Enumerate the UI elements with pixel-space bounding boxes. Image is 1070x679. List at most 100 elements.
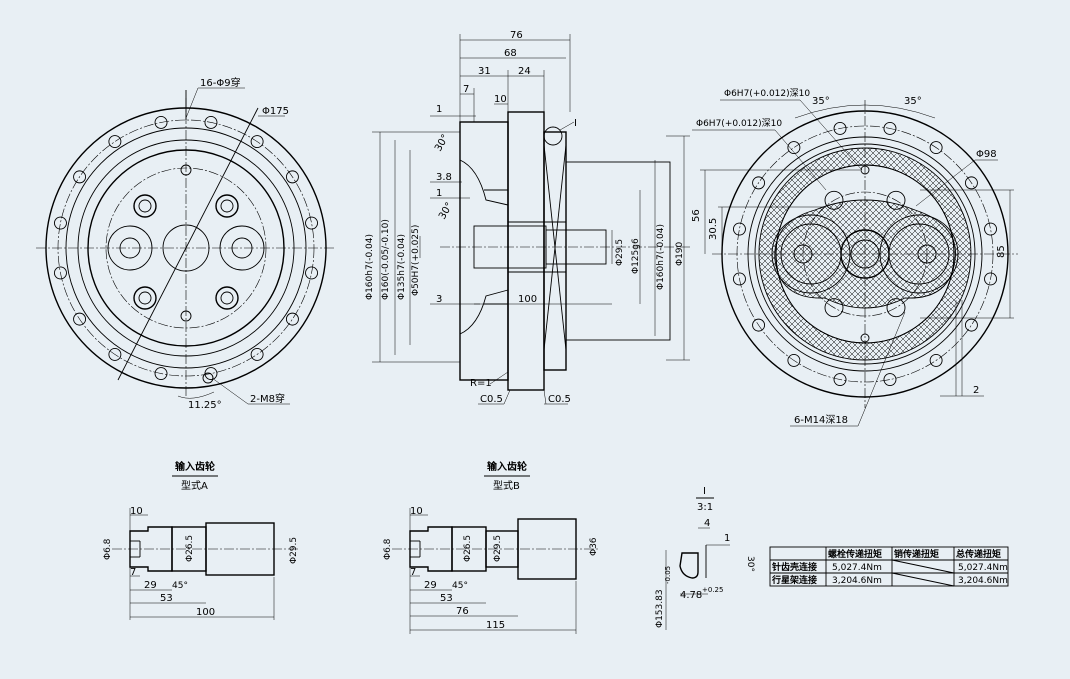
bolt-hole [929,141,943,155]
m14-hole [886,190,906,210]
tapped-hole [215,286,239,310]
section-dia-160r: Φ160h7(-0.04) [656,224,666,290]
table-row-bolt: 3,204.6Nm [832,576,882,586]
bolt-hole [285,170,299,184]
bolt-hole [964,318,978,332]
section-view: 76 68 31 24 7 10 1 30° 3.8 1 30° 3 100 R… [365,30,690,405]
detail-i-d15383: Φ153.83 [655,589,665,628]
rear-pin-label-1: Φ6H7(+0.012)深10 [724,88,810,99]
bolt-hole [833,122,847,135]
section-dim-1b: 1 [436,188,442,199]
detail-i-profile [679,552,699,579]
section-dim-31: 31 [478,66,491,77]
section-dim-76: 76 [510,30,523,41]
bolt-hole [250,347,264,361]
bolt-hole [54,216,67,230]
bolt-hole [154,116,168,129]
gear-b-d115: 115 [486,620,505,631]
rear-angle-1: 35° [812,96,830,107]
bolt-hole [984,222,997,236]
detail-i: I 3:1 4 1 30° 4.78 +0.25 Φ153.83 -0.05 [655,486,755,630]
section-shaft-body [565,161,671,341]
bolt-hole [285,312,299,326]
gear-a: 输入齿轮 型式A 10 Φ6.8 Φ26.5 Φ29.5 7 29 45° 53… [103,460,300,620]
bolt-hole [752,176,766,190]
gear-b: 输入齿轮 型式B 10 Φ6.8 Φ26.5 Φ29.5 Φ36 7 29 45… [383,460,600,634]
front-pcd-label: Φ175 [262,106,289,117]
detail-i-label: I [703,486,706,497]
torque-table: 螺栓传递扭矩 销传递扭矩 总传递扭矩 针齿壳连接 5,027.4Nm 5,027… [769,546,1009,587]
tapped-hole [133,194,157,218]
gear-b-d36: Φ36 [589,537,599,556]
gear-b-d53: 53 [440,593,453,604]
bolt-hole [929,353,943,367]
rear-m14-label: 6-M14深18 [794,414,848,426]
bolt-hole [964,176,978,190]
bolt-hole [108,135,122,149]
gear-b-d29: 29 [424,580,437,591]
section-shaft-end [545,229,607,265]
section-dia-125: Φ125g6 [631,238,641,274]
section-dim-c05b: C0.5 [548,394,571,405]
detail-i-d478: 4.78 [680,590,702,601]
rear-dim-305: 30.5 [708,218,719,240]
section-detail-i: I [574,118,577,129]
tapped-hole-inner [220,199,234,213]
front-bolt-holes [54,116,318,380]
bolt-hole [204,116,218,129]
section-dia-160h7: Φ160h7(-0.04) [365,234,375,300]
gear-b-title: 输入齿轮 [487,460,527,473]
table-header-bolt: 螺栓传递扭矩 [828,548,882,560]
gear-a-d295: Φ29.5 [289,537,299,564]
rear-pin-label-2: Φ6H7(+0.012)深10 [696,118,782,129]
bolt-hole [984,272,997,286]
bolt-hole [787,141,801,155]
bolt-hole [733,272,746,286]
gear-a-d29: 29 [144,580,157,591]
section-dim-24: 24 [518,66,531,77]
section-dim-38: 3.8 [436,172,452,183]
gear-b-gear [517,518,577,580]
detail-i-d4: 4 [704,518,710,529]
gear-a-d10: 10 [130,506,143,517]
detail-i-d478tol: +0.25 [702,586,723,594]
section-dia-135: Φ135h7(-0.04) [397,234,407,300]
gear-a-d7: 7 [130,567,136,578]
section-dia-160: Φ160(-0.05/-0.10) [381,219,391,300]
bolt-hole [883,373,897,386]
detail-i-scale: 3:1 [697,502,713,513]
front-tap-label: 2-M8穿 [250,392,285,405]
gear-a-d100: 100 [196,607,215,618]
rear-dim-2: 2 [973,385,979,396]
table-header-total: 总传递扭矩 [956,548,1001,560]
front-angle-label: 11.25° [188,400,222,411]
bolt-hole [250,135,264,149]
tapped-hole [215,194,239,218]
tapped-hole-inner [138,199,152,213]
rear-dim-56: 56 [691,209,702,222]
table-row-name: 针齿壳连接 [772,561,817,573]
detail-i-d15383tol: -0.05 [664,566,672,584]
detail-i-d30: 30° [745,556,755,572]
section-dim-30b: 30° [437,201,455,222]
section-dim-1a: 1 [436,104,442,115]
rear-view: Φ6H7(+0.012)深10 Φ6H7(+0.012)深10 35° 35° … [691,88,1018,427]
table-header-pin: 销传递扭矩 [894,548,939,560]
bolt-hole [73,170,87,184]
section-housing [507,111,545,391]
table-row-total: 5,027.4Nm [958,563,1008,573]
section-dia-50: Φ50H7(+0.025) [411,225,421,296]
table-row-total: 3,204.6Nm [958,576,1008,586]
m14-hole [886,298,906,318]
section-dim-r1: R=1 [470,378,492,389]
rear-dim-85: 85 [996,245,1007,258]
section-dim-100: 100 [518,294,537,305]
tapped-hole-inner [220,291,234,305]
gear-a-d45: 45° [172,581,188,591]
bolt-hole [752,318,766,332]
front-holes-label: 16-Φ9穿 [200,76,241,89]
bolt-hole [733,222,746,236]
section-dim-30a: 30° [433,133,451,154]
section-dim-68: 68 [504,48,517,59]
